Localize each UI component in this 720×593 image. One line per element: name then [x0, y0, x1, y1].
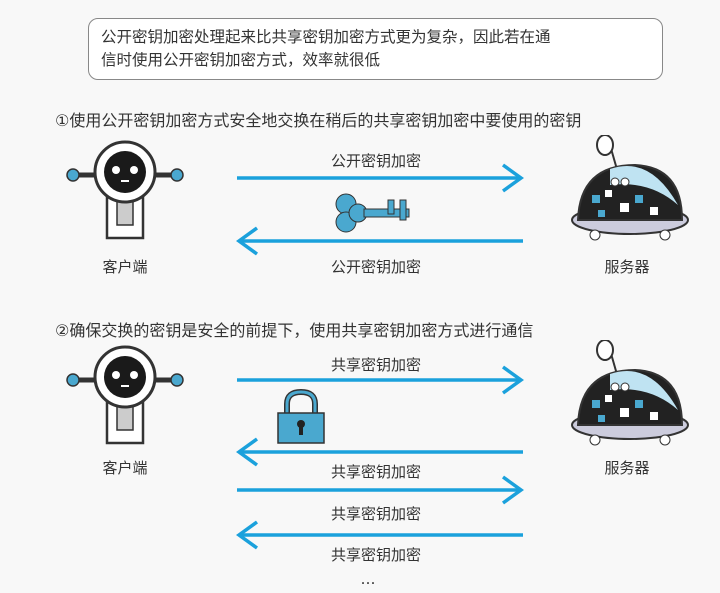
- client-label: 客户端: [102, 459, 148, 477]
- arrow-label: 公开密钥加密: [330, 258, 421, 276]
- arrow-label: 共享密钥加密: [330, 356, 421, 374]
- arrow-label: 共享密钥加密: [330, 505, 421, 523]
- arrow-left-icon: [237, 226, 525, 256]
- step2-title: ②确保交换的密钥是安全的前提下，使用共享密钥加密方式进行通信: [55, 321, 534, 340]
- arrow-label: 共享密钥加密: [330, 546, 421, 564]
- client-robot-icon: [65, 140, 185, 245]
- note-box: 公开密钥加密处理起来比共享密钥加密方式更为复杂，因此若在通 信时使用公开密钥加密…: [88, 18, 663, 80]
- step1-title: ①使用公开密钥加密方式安全地交换在稍后的共享密钥加密中要使用的密钥: [55, 111, 582, 130]
- arrow-right-icon: [235, 163, 523, 193]
- arrow-right-icon: [235, 475, 523, 505]
- client-label: 客户端: [102, 258, 148, 276]
- server-robot-icon: [571, 340, 689, 446]
- ellipsis: …: [360, 570, 376, 588]
- note-line1: 公开密钥加密处理起来比共享密钥加密方式更为复杂，因此若在通: [101, 28, 551, 46]
- note-line2: 信时使用公开密钥加密方式，效率就很低: [101, 51, 381, 69]
- lock-icon: [277, 388, 325, 444]
- server-label: 服务器: [604, 258, 650, 276]
- arrow-label: 共享密钥加密: [330, 463, 421, 481]
- server-robot-icon: [571, 135, 689, 241]
- arrow-label: 公开密钥加密: [330, 152, 421, 170]
- key-icon: [335, 193, 410, 233]
- server-label: 服务器: [604, 459, 650, 477]
- client-robot-icon: [65, 345, 185, 450]
